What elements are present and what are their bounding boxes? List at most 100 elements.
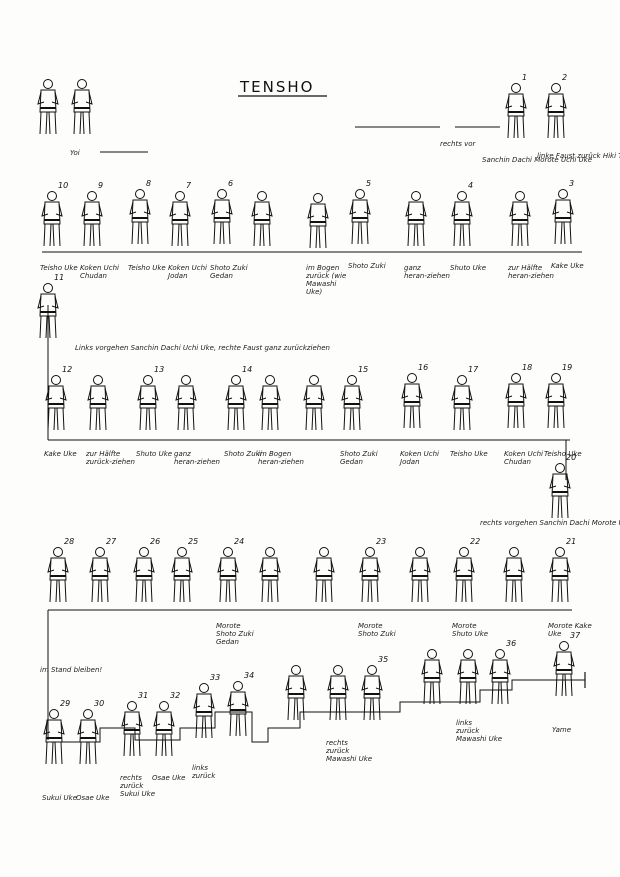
figure-arms bbox=[129, 201, 151, 215]
figure-head bbox=[159, 701, 169, 711]
figure-legs bbox=[83, 223, 101, 247]
kata-figure: 20 bbox=[549, 453, 576, 519]
figure-legs bbox=[411, 579, 429, 603]
figure-head bbox=[265, 375, 275, 385]
figure-legs bbox=[403, 405, 421, 429]
step-number: 34 bbox=[244, 671, 254, 680]
kata-figure: 26 bbox=[133, 537, 160, 603]
figure-head bbox=[95, 547, 105, 557]
step-label: Kake Uke bbox=[44, 450, 77, 458]
step-label: Teisho Uke bbox=[544, 450, 582, 458]
figure-head bbox=[551, 83, 561, 93]
step-label: Yame bbox=[552, 726, 571, 734]
step-number: 31 bbox=[138, 691, 148, 700]
figure-legs bbox=[551, 579, 569, 603]
figure-head bbox=[77, 79, 87, 89]
figure-arms bbox=[359, 559, 381, 573]
figure-body bbox=[219, 557, 237, 581]
figure-head bbox=[509, 547, 519, 557]
figure-head bbox=[139, 547, 149, 557]
kata-figure bbox=[421, 649, 443, 705]
figure-body bbox=[261, 557, 279, 581]
figure-legs bbox=[73, 111, 91, 135]
step-number: 20 bbox=[566, 453, 576, 462]
figure-legs bbox=[547, 115, 565, 139]
figure-body bbox=[287, 675, 305, 699]
step-number: 10 bbox=[58, 181, 68, 190]
figure-head bbox=[313, 193, 323, 203]
figure-body bbox=[511, 201, 529, 225]
figure-body bbox=[554, 199, 572, 223]
figure-body bbox=[91, 557, 109, 581]
step-number: 9 bbox=[98, 181, 103, 190]
figure-legs bbox=[455, 579, 473, 603]
figure-head bbox=[411, 191, 421, 201]
figure-body bbox=[213, 199, 231, 223]
figure-legs bbox=[213, 221, 231, 245]
figure-legs bbox=[155, 733, 173, 757]
figure-head bbox=[558, 189, 568, 199]
figure-arms bbox=[545, 95, 567, 109]
figure-arms bbox=[43, 721, 65, 735]
figure-legs bbox=[361, 579, 379, 603]
figure-head bbox=[199, 683, 209, 693]
figure-head bbox=[51, 375, 61, 385]
figure-legs bbox=[363, 697, 381, 721]
figure-arms bbox=[489, 661, 511, 675]
figure-body bbox=[505, 557, 523, 581]
figure-legs bbox=[343, 407, 361, 431]
kata-figure bbox=[71, 79, 93, 135]
figure-body bbox=[361, 557, 379, 581]
figure-body bbox=[253, 201, 271, 225]
step-number: 4 bbox=[468, 181, 473, 190]
kata-figure: 25 bbox=[171, 537, 198, 603]
figure-head bbox=[367, 665, 377, 675]
figure-legs bbox=[39, 111, 57, 135]
figure-body bbox=[73, 89, 91, 113]
figure-head bbox=[559, 641, 569, 651]
figure-head bbox=[555, 463, 565, 473]
kata-figure bbox=[259, 547, 281, 603]
figure-arms bbox=[81, 203, 103, 217]
figure-arms bbox=[303, 387, 325, 401]
figure-head bbox=[83, 709, 93, 719]
step-label: Shuto Uke bbox=[136, 450, 172, 458]
figure-body bbox=[453, 201, 471, 225]
step-number: 19 bbox=[562, 363, 572, 372]
figure-body bbox=[79, 719, 97, 743]
figure-legs bbox=[459, 681, 477, 705]
figure-arms bbox=[405, 203, 427, 217]
figure-body bbox=[195, 693, 213, 717]
figure-body bbox=[343, 385, 361, 409]
figure-head bbox=[53, 547, 63, 557]
note-rechts-vor: rechts vor bbox=[440, 140, 477, 148]
row5-stairs bbox=[48, 679, 585, 743]
figure-legs bbox=[554, 221, 572, 245]
kata-figure: 2 bbox=[545, 73, 567, 139]
figure-arms bbox=[89, 559, 111, 573]
figure-head bbox=[309, 375, 319, 385]
kata-figure bbox=[503, 547, 525, 603]
figure-arms bbox=[153, 713, 175, 727]
step-number: 23 bbox=[376, 537, 386, 546]
step-label: Osae Uke bbox=[76, 794, 109, 802]
step-number: 36 bbox=[506, 639, 516, 648]
figure-arms bbox=[505, 95, 527, 109]
figure-arms bbox=[453, 559, 475, 573]
figure-head bbox=[463, 649, 473, 659]
note-links-vorgehen: Links vorgehen Sanchin Dachi Uchi Uke, r… bbox=[75, 344, 330, 352]
